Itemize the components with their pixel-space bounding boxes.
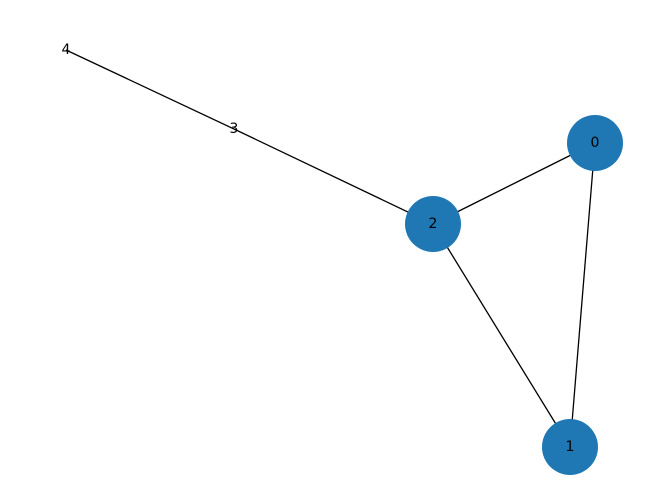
edge-3-4 bbox=[65, 49, 235, 130]
node-1 bbox=[542, 419, 598, 475]
edge-2-3 bbox=[233, 128, 434, 225]
edge-0-1 bbox=[569, 142, 596, 448]
labels-layer: 0 1 2 3 4 bbox=[62, 42, 600, 455]
node-2 bbox=[405, 196, 461, 252]
node-label-4: 4 bbox=[62, 42, 71, 58]
node-label-1: 1 bbox=[566, 439, 575, 455]
nodes-layer bbox=[405, 115, 623, 475]
edges-layer bbox=[65, 49, 596, 448]
node-label-0: 0 bbox=[591, 135, 600, 151]
edge-1-2 bbox=[432, 223, 571, 448]
edge-0-2 bbox=[432, 142, 596, 225]
node-0 bbox=[567, 115, 623, 171]
node-label-2: 2 bbox=[429, 216, 438, 232]
node-label-3: 3 bbox=[230, 121, 239, 137]
